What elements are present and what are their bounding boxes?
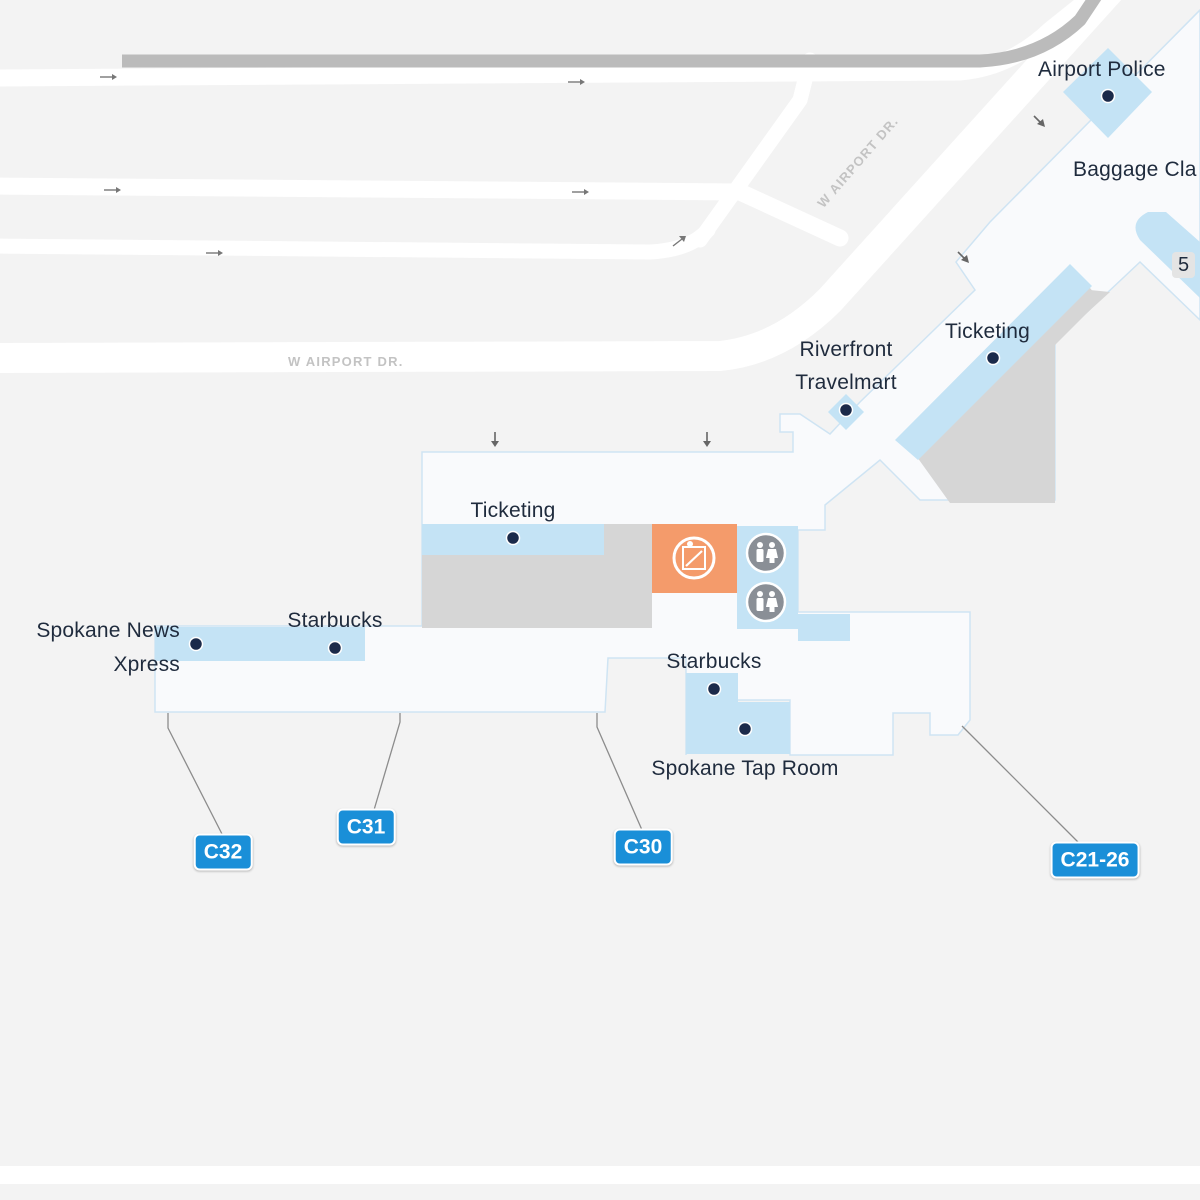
arrow-down-icon (703, 432, 711, 447)
road-label-w-airport-dr: W AIRPORT DR. (288, 354, 404, 369)
area-starbucks-west (237, 627, 365, 661)
entrance-arrows (491, 115, 1045, 447)
rail-line (122, 0, 1102, 68)
restricted-area-east-2 (912, 288, 1100, 503)
jet-bridge-lines (167, 713, 1081, 845)
gate-c30[interactable]: C30 (613, 828, 673, 866)
restricted-area-main-2 (604, 524, 652, 556)
restroom-icon (745, 581, 787, 623)
gate-c32[interactable]: C32 (193, 833, 253, 871)
security-checkpoint-icon (672, 536, 716, 580)
label-airport-police: Airport Police (1038, 58, 1166, 81)
label-starbucks-east: Starbucks (666, 650, 762, 673)
security-checkpoint[interactable] (652, 524, 737, 593)
jet-bridge-c31 (373, 713, 401, 811)
poi-dot-ticketing-main[interactable] (505, 530, 521, 546)
arrow-right-icon (568, 79, 585, 85)
poi-dots (188, 88, 1116, 737)
label-spokane-news: Spokane News (36, 619, 180, 642)
label-ticketing-main: Ticketing (470, 499, 556, 522)
label-travelmart: Travelmart (795, 371, 897, 394)
road-lower (0, 222, 716, 260)
w-airport-dr-road (0, 0, 1122, 373)
poi-dot-spokane-news[interactable] (188, 636, 204, 652)
jet-bridge-c21-26 (961, 725, 1081, 845)
label-riverfront: Riverfront (799, 338, 893, 361)
road-connector (692, 52, 818, 248)
arrow-downright-icon (957, 251, 969, 263)
service-areas (155, 48, 1200, 754)
restroom-icon (745, 532, 787, 574)
gate-c31[interactable]: C31 (336, 808, 396, 846)
poi-dot-starbucks-east[interactable] (706, 681, 722, 697)
jet-bridge-c32 (167, 713, 223, 835)
poi-dot-airport-police[interactable] (1100, 88, 1116, 104)
arrow-down-icon (491, 432, 499, 447)
label-xpress: Xpress (113, 653, 180, 676)
label-starbucks-west: Starbucks (287, 609, 383, 632)
label-spokane-tap-room: Spokane Tap Room (651, 757, 839, 780)
restroom-upper[interactable] (745, 532, 787, 574)
arrow-right-icon (206, 250, 223, 256)
poi-dot-starbucks-west[interactable] (327, 640, 343, 656)
restroom-lower[interactable] (745, 581, 787, 623)
level-badge: 5 (1172, 252, 1196, 278)
poi-dot-ticketing-east[interactable] (985, 350, 1001, 366)
poi-dot-spokane-tap-room[interactable] (737, 721, 753, 737)
area-restroom-annex (798, 614, 850, 641)
jet-bridge-c30 (596, 713, 643, 831)
restricted-areas (422, 288, 1110, 628)
arrow-downright-icon (1033, 115, 1045, 127)
arrow-right-icon (100, 74, 117, 80)
gate-c21-26[interactable]: C21-26 (1050, 841, 1140, 879)
road-arrows (100, 74, 686, 256)
label-baggage-claim: Baggage Cla (1073, 158, 1197, 181)
label-ticketing-east: Ticketing (945, 320, 1031, 343)
poi-dot-riverfront[interactable] (838, 402, 854, 418)
arrow-upright-icon (672, 236, 686, 247)
arrow-right-icon (104, 187, 121, 193)
arrow-right-icon (572, 189, 589, 195)
restricted-area-main (422, 554, 652, 628)
